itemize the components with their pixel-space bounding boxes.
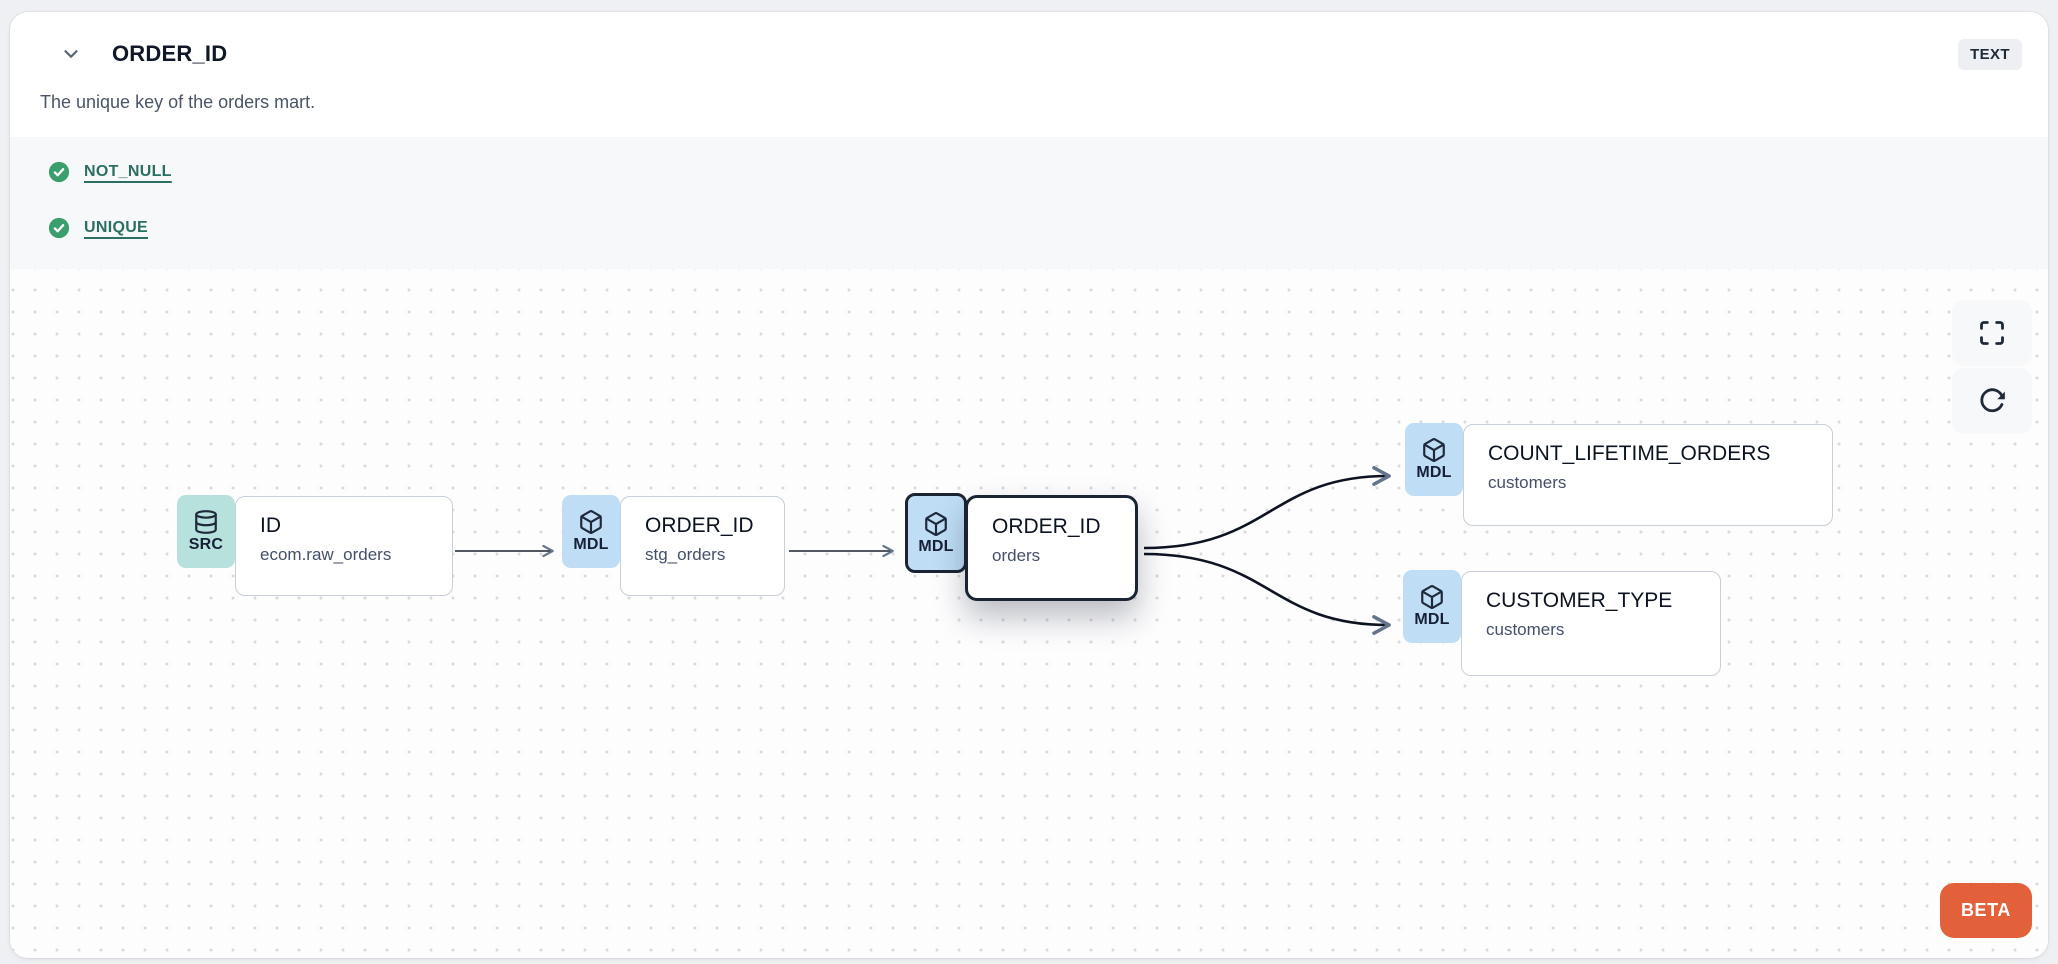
collapse-button[interactable] — [56, 39, 86, 69]
node-subtitle: stg_orders — [645, 545, 726, 564]
panel-header: ORDER_ID TEXT — [10, 24, 2048, 84]
test-link-unique[interactable]: UNIQUE — [84, 219, 149, 236]
node-card: ID ecom.raw_orders — [235, 496, 453, 596]
column-title: ORDER_ID — [112, 41, 228, 66]
cube-icon — [580, 510, 602, 535]
node-title: CUSTOMER_TYPE — [1486, 589, 1673, 612]
node-kind-badge: MDL — [905, 493, 967, 573]
node-kind-label: MDL — [918, 537, 954, 555]
node-kind-label: MDL — [573, 536, 609, 553]
fullscreen-button[interactable] — [1952, 300, 2032, 366]
node-kind-label: MDL — [1416, 464, 1452, 481]
node-kind-badge: MDL — [562, 495, 620, 568]
node-title: ORDER_ID — [645, 514, 754, 537]
node-kind-label: SRC — [188, 536, 224, 553]
canvas-controls — [1952, 300, 2032, 434]
edge-orders-to-customer-type — [1143, 552, 1391, 635]
check-circle-icon — [48, 217, 70, 239]
check-circle-icon — [48, 161, 70, 183]
node-subtitle: customers — [1486, 620, 1565, 639]
beta-badge: BETA — [1940, 883, 2032, 938]
node-card: ORDER_ID orders — [965, 495, 1138, 601]
node-subtitle: ecom.raw_orders — [260, 545, 392, 564]
test-row: NOT_NULL — [48, 161, 2018, 183]
test-link-not-null[interactable]: NOT_NULL — [84, 163, 172, 180]
lineage-canvas[interactable]: SRC ID ecom.raw_orders MDL ORDER_ID stg_… — [10, 269, 2048, 958]
data-type-badge: TEXT — [1958, 38, 2022, 70]
node-title: ID — [260, 514, 281, 537]
node-subtitle: orders — [992, 546, 1041, 565]
node-kind-badge: SRC — [177, 495, 235, 568]
test-row: UNIQUE — [48, 217, 2018, 239]
cube-icon — [1421, 585, 1443, 610]
node-title: COUNT_LIFETIME_ORDERS — [1488, 442, 1771, 465]
cube-icon — [925, 511, 947, 536]
refresh-button[interactable] — [1952, 368, 2032, 434]
column-detail-panel: ORDER_ID TEXT The unique key of the orde… — [10, 12, 2048, 958]
node-kind-badge: MDL — [1405, 423, 1463, 496]
database-icon — [195, 510, 217, 534]
node-card: CUSTOMER_TYPE customers — [1461, 571, 1721, 676]
tests-section: NOT_NULL UNIQUE — [10, 137, 2048, 269]
node-card: ORDER_ID stg_orders — [620, 496, 785, 596]
column-description: The unique key of the orders mart. — [40, 92, 316, 112]
cube-icon — [1423, 438, 1445, 463]
node-subtitle: customers — [1488, 473, 1567, 492]
node-card: COUNT_LIFETIME_ORDERS customers — [1463, 424, 1833, 526]
fullscreen-icon — [1980, 321, 2004, 345]
node-kind-badge: MDL — [1403, 570, 1461, 643]
chevron-down-icon — [64, 50, 78, 58]
edge-orders-to-count — [1143, 466, 1391, 550]
lineage-edges — [455, 466, 1391, 635]
node-kind-label: MDL — [1414, 611, 1450, 628]
refresh-icon — [1980, 388, 2005, 413]
node-title: ORDER_ID — [992, 515, 1101, 538]
